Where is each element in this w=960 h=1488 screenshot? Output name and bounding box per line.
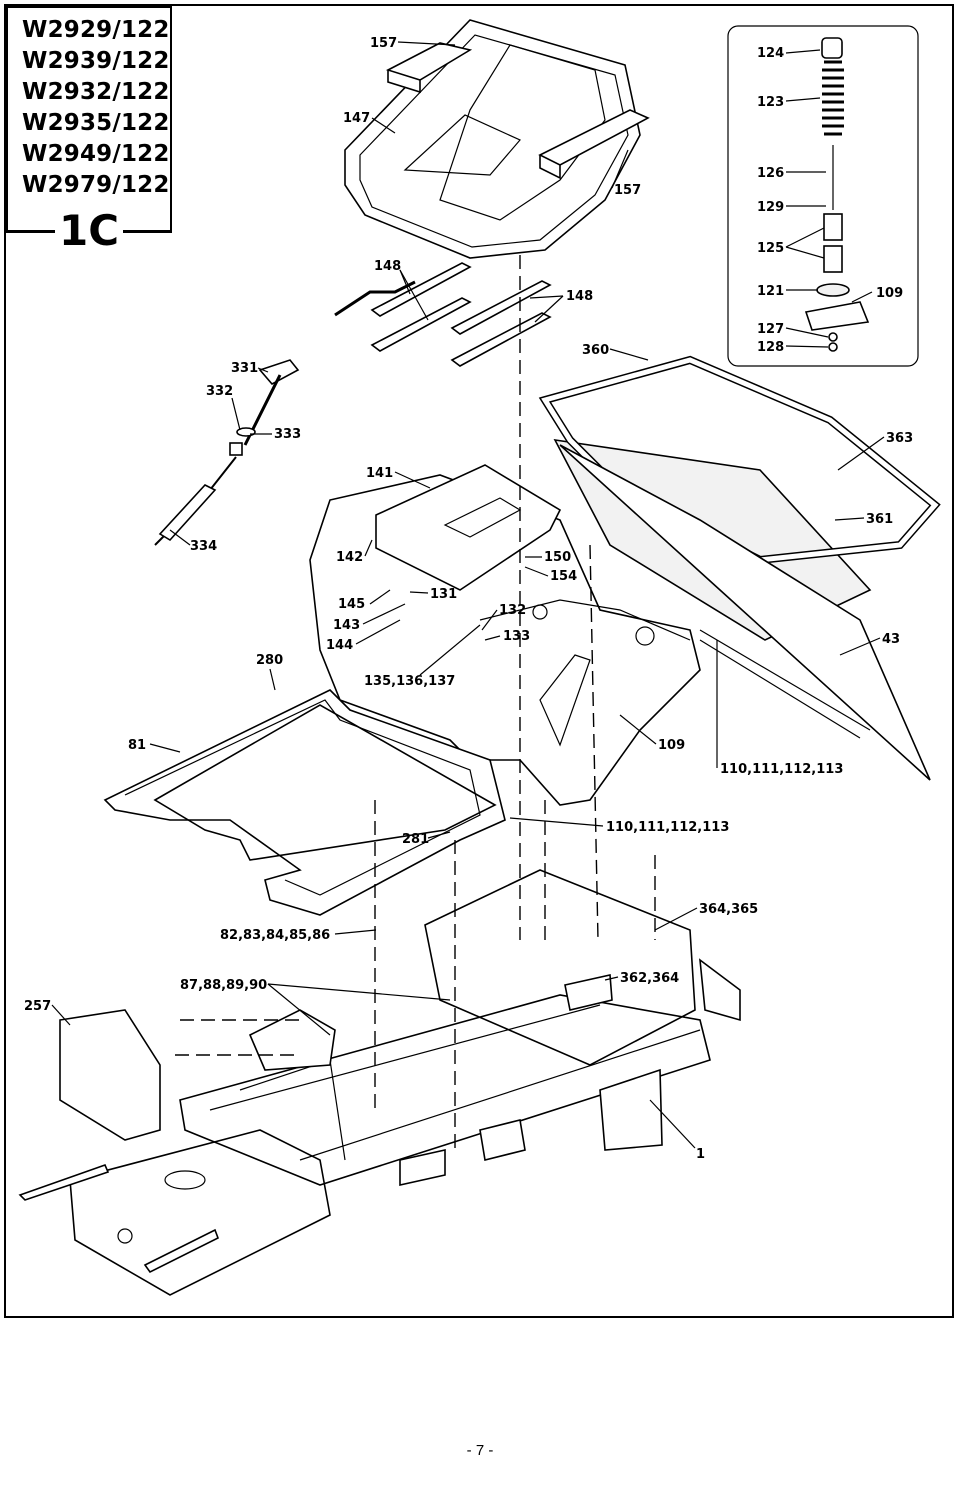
seat-mount-plate [375, 464, 562, 591]
callout-280: 280 [256, 653, 283, 668]
floor-pan [103, 689, 506, 916]
spring-inset-frame [727, 25, 919, 367]
figure-label-rule-left [6, 231, 56, 233]
callout-142: 142 [336, 550, 363, 565]
model-number: W2949/122 [22, 141, 170, 167]
callout-331: 331 [231, 361, 258, 376]
callout-281: 281 [402, 832, 429, 847]
callout-109: 109 [658, 738, 685, 753]
callout-124: 124 [757, 46, 784, 61]
model-number: W2929/122 [22, 17, 170, 43]
callout-133: 133 [503, 629, 530, 644]
figure-label-rule-right [118, 231, 172, 233]
callout-154: 154 [550, 569, 577, 584]
callout-43: 43 [882, 632, 900, 647]
callout-361: 361 [866, 512, 893, 527]
callout-257: 257 [24, 999, 51, 1014]
part-callouts: 157 147 157 148 148 124 123 126 129 125 … [24, 36, 913, 1162]
assembly-centerlines [175, 255, 656, 1150]
callout-132: 132 [499, 603, 526, 618]
leader-lines [51, 41, 885, 1149]
seat-rail-assembly [334, 262, 552, 367]
seat-armrest-left [385, 42, 473, 94]
exploded-parts-diagram: 157 147 157 148 148 124 123 126 129 125 … [18, 19, 941, 1296]
callout-81: 81 [128, 738, 146, 753]
callout-135-136-137: 135,136,137 [364, 674, 455, 689]
callout-157: 157 [614, 183, 641, 198]
spring-stack [804, 37, 870, 352]
callout-332: 332 [206, 384, 233, 399]
callout-110-111-112-113: 110,111,112,113 [720, 762, 843, 777]
callout-362-364: 362,364 [620, 971, 679, 986]
seat-adjust-lever [154, 359, 300, 546]
callout-127: 127 [757, 322, 784, 337]
callout-125: 125 [757, 241, 784, 256]
seat-armrest-right [538, 109, 650, 180]
callout-363: 363 [886, 431, 913, 446]
callout-334: 334 [190, 539, 217, 554]
callout-157: 157 [370, 36, 397, 51]
callout-143: 143 [333, 618, 360, 633]
drawing-frame [4, 4, 954, 1318]
page-number: - 7 - [466, 1442, 494, 1459]
callout-121: 121 [757, 284, 784, 299]
callout-144: 144 [326, 638, 353, 653]
callout-147: 147 [343, 111, 370, 126]
callout-109: 109 [876, 286, 903, 301]
model-number: W2939/122 [22, 48, 170, 74]
rear-panel [559, 444, 931, 781]
callout-126: 126 [757, 166, 784, 181]
floor-mat [153, 704, 497, 861]
callout-131: 131 [430, 587, 457, 602]
model-number: W2935/122 [22, 110, 170, 136]
callout-87-88-89-90: 87,88,89,90 [180, 978, 267, 993]
callout-148: 148 [566, 289, 593, 304]
callout-148: 148 [374, 259, 401, 274]
figure-label: 1C [55, 206, 124, 256]
callout-360: 360 [582, 343, 609, 358]
callout-82-83-84-85-86: 82,83,84,85,86 [220, 928, 330, 943]
callout-150: 150 [544, 550, 571, 565]
callout-364-365: 364,365 [699, 902, 758, 917]
callout-128: 128 [757, 340, 784, 355]
chassis-frame [18, 869, 741, 1296]
callout-1: 1 [696, 1147, 705, 1162]
callout-333: 333 [274, 427, 301, 442]
callout-145: 145 [338, 597, 365, 612]
callout-110-111-112-113: 110,111,112,113 [606, 820, 729, 835]
callout-129: 129 [757, 200, 784, 215]
model-number: W2979/122 [22, 172, 170, 198]
model-number: W2932/122 [22, 79, 170, 105]
callout-141: 141 [366, 466, 393, 481]
callout-123: 123 [757, 95, 784, 110]
